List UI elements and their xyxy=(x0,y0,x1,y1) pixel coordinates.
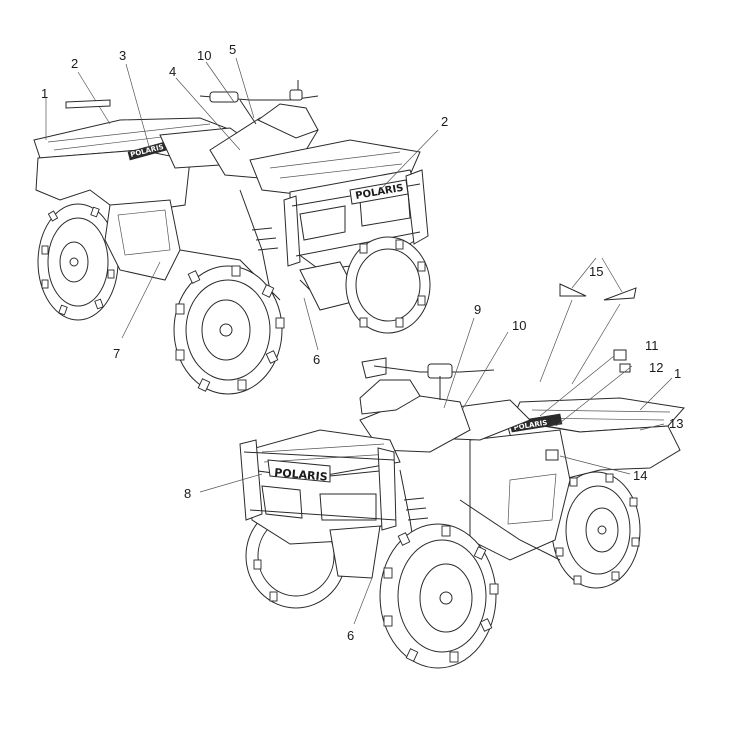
callout-2-upper-rear: 2 xyxy=(71,56,78,71)
rear-right-wheel-lower xyxy=(551,471,641,589)
lower-leader-lines xyxy=(199,257,673,625)
callout-10-upper: 10 xyxy=(197,48,211,63)
front-brand-decal-lower: POLARIS xyxy=(274,466,328,484)
callout-4: 4 xyxy=(169,64,176,79)
callout-11: 11 xyxy=(645,338,659,353)
decal-15b xyxy=(603,287,637,301)
callout-2-upper-front: 2 xyxy=(441,114,448,129)
front-right-wheel-upper xyxy=(345,236,431,334)
callout-1-lower: 1 xyxy=(674,366,681,381)
upper-leader-lines xyxy=(45,57,439,351)
callout-7: 7 xyxy=(113,346,120,361)
callout-10-lower: 10 xyxy=(512,318,526,333)
decal-14 xyxy=(545,449,559,461)
callout-8: 8 xyxy=(184,486,191,501)
atv-upper-view: POLARIS xyxy=(33,42,448,395)
decal-12 xyxy=(619,363,631,373)
front-right-wheel-lower xyxy=(379,523,499,669)
callout-15: 15 xyxy=(589,264,603,279)
decal-11 xyxy=(613,349,627,361)
callout-3: 3 xyxy=(119,48,126,63)
callout-9: 9 xyxy=(474,302,481,317)
front-left-wheel-upper xyxy=(173,265,285,395)
decal-15a xyxy=(559,283,587,297)
callout-14: 14 xyxy=(633,468,647,483)
atv-lower-view: POLARIS xyxy=(184,257,685,669)
lower-atv-body: POLARIS xyxy=(239,349,685,579)
callout-13: 13 xyxy=(669,416,683,431)
callout-6-lower: 6 xyxy=(347,628,354,643)
callout-1-upper: 1 xyxy=(41,86,48,101)
rear-left-wheel xyxy=(37,203,119,321)
callout-6-upper: 6 xyxy=(313,352,320,367)
callout-5: 5 xyxy=(229,42,236,57)
callout-12: 12 xyxy=(649,360,663,375)
